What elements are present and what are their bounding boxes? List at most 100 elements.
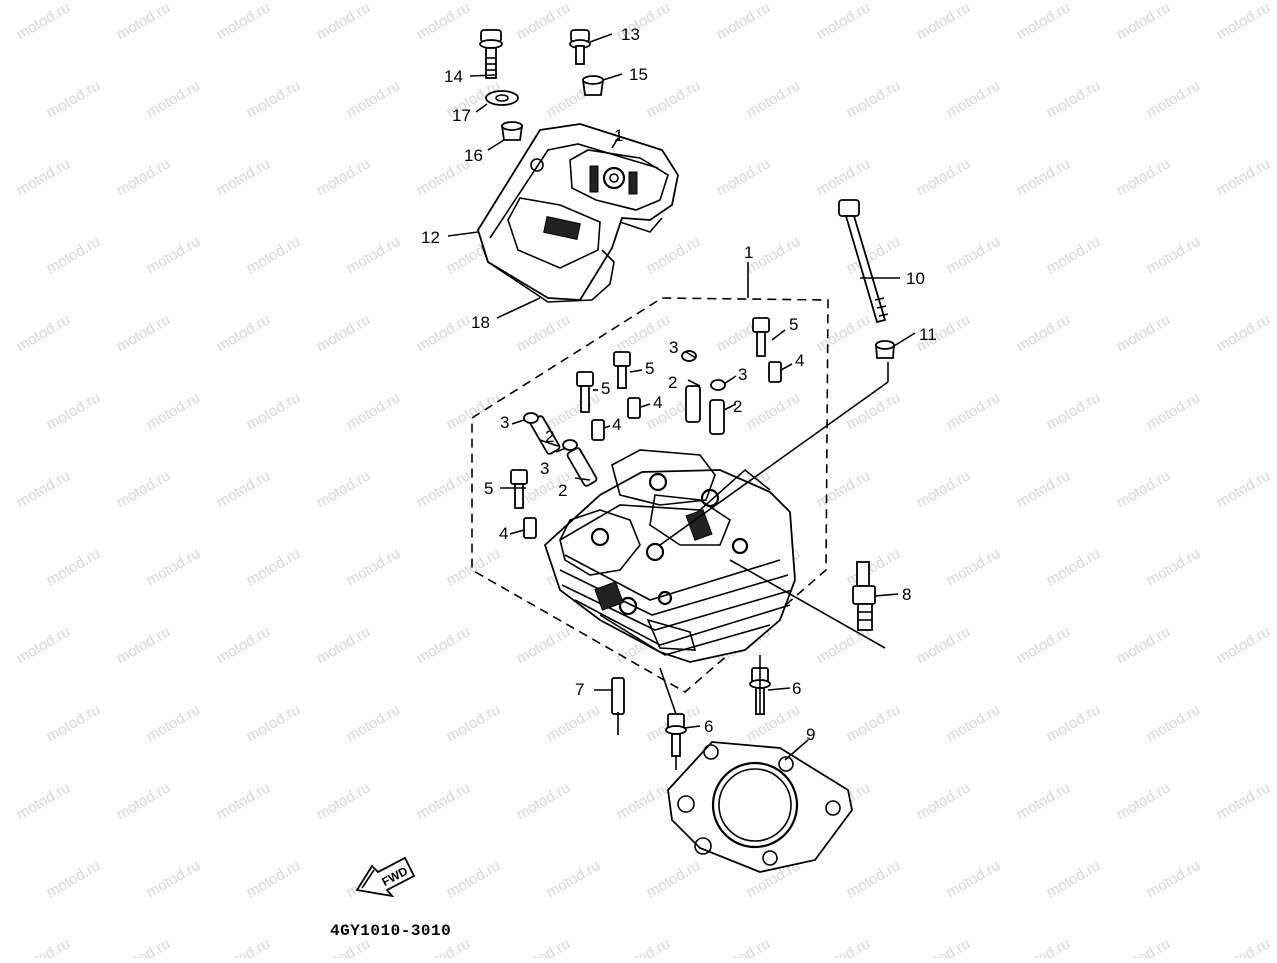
watermark-text: motod.ru xyxy=(244,701,304,745)
watermark-text: motod.ru xyxy=(1214,0,1274,43)
watermark-text: motod.ru xyxy=(314,779,374,823)
watermark-text: motod.ru xyxy=(1214,623,1274,667)
watermark-text: motod.ru xyxy=(314,0,374,43)
callout-6: 6 xyxy=(792,679,801,698)
callout-2: 2 xyxy=(668,373,677,392)
watermark-text: motod.ru xyxy=(1214,155,1274,199)
watermark-text: motod.ru xyxy=(144,389,204,433)
watermark-text: motod.ru xyxy=(14,467,74,511)
watermark-text: motod.ru xyxy=(1014,0,1074,43)
watermark-text: motod.ru xyxy=(1214,935,1274,958)
bolt-13 xyxy=(569,29,591,65)
cover-gasket xyxy=(481,217,663,303)
watermark-text: motod.ru xyxy=(114,467,174,511)
watermark-text: motod.ru xyxy=(414,0,474,43)
watermark-text: motod.ru xyxy=(814,155,874,199)
watermark-text: motod.ru xyxy=(514,935,574,958)
callout-8: 8 xyxy=(902,585,911,604)
watermark-text: motod.ru xyxy=(714,0,774,43)
watermark-text: motod.ru xyxy=(814,0,874,43)
callout-2: 2 xyxy=(558,481,567,500)
watermark-text: motod.ru xyxy=(114,623,174,667)
dowel-pin-7 xyxy=(611,677,625,715)
watermark-text: motod.ru xyxy=(514,623,574,667)
watermark-text: motod.ru xyxy=(944,545,1004,589)
callout-4: 4 xyxy=(795,351,804,370)
watermark-text: motod.ru xyxy=(1114,467,1174,511)
watermark-text: motod.ru xyxy=(914,155,974,199)
watermark-text: motod.ru xyxy=(244,77,304,121)
callout-15: 15 xyxy=(629,65,648,84)
watermark-text: motod.ru xyxy=(844,77,904,121)
watermark-text: motod.ru xyxy=(44,233,104,277)
watermark-text: motod.ru xyxy=(744,77,804,121)
diagram-code: 4GY1010-3010 xyxy=(330,922,451,940)
cylinder-head-cover xyxy=(477,123,679,301)
callout-4: 4 xyxy=(499,524,508,543)
watermark-text: motod.ru xyxy=(214,155,274,199)
watermark-text: motod.ru xyxy=(114,779,174,823)
callout-5: 5 xyxy=(645,359,654,378)
watermark-text: motod.ru xyxy=(144,545,204,589)
callout-1: 1 xyxy=(744,243,753,262)
watermark-text: motod.ru xyxy=(14,311,74,355)
valve-guides-and-bolts xyxy=(510,317,782,539)
watermark-text: motod.ru xyxy=(844,701,904,745)
cylinder-head xyxy=(543,449,796,663)
watermark-text: motod.ru xyxy=(514,311,574,355)
callout-3: 3 xyxy=(500,413,509,432)
watermark-text: motod.ru xyxy=(0,233,3,277)
watermark-text: motod.ru xyxy=(144,77,204,121)
watermark-text: motod.ru xyxy=(814,467,874,511)
stud-bolt-10 xyxy=(838,199,889,324)
watermark-text: motod.ru xyxy=(44,389,104,433)
watermark-text: motod.ru xyxy=(644,857,704,901)
watermark-text: motod.ru xyxy=(1114,935,1174,958)
watermark-text: motod.ru xyxy=(1044,389,1104,433)
watermark-text: motod.ru xyxy=(214,0,274,43)
callout-17: 17 xyxy=(452,106,471,125)
watermark-text: motod.ru xyxy=(1114,0,1174,43)
watermark-text: motod.ru xyxy=(944,701,1004,745)
watermark-text: motod.ru xyxy=(44,701,104,745)
callout-2: 2 xyxy=(545,427,554,446)
callout-3: 3 xyxy=(540,459,549,478)
watermark-text: motod.ru xyxy=(944,389,1004,433)
callout-5: 5 xyxy=(789,315,798,334)
watermark-text: motod.ru xyxy=(1144,701,1204,745)
callout-14: 14 xyxy=(444,67,463,86)
watermark-text: motod.ru xyxy=(1014,935,1074,958)
watermark-text: motod.ru xyxy=(944,857,1004,901)
callout-9: 9 xyxy=(806,725,815,744)
watermark-text: motod.ru xyxy=(344,233,404,277)
spark-plug-8 xyxy=(852,561,876,631)
watermark-text: motod.ru xyxy=(0,77,3,121)
watermark-text: motod.ru xyxy=(344,77,404,121)
watermark-text: motod.ru xyxy=(914,0,974,43)
callout-3: 3 xyxy=(669,338,678,357)
watermark-text: motod.ru xyxy=(1214,311,1274,355)
watermark-text: motod.ru xyxy=(344,389,404,433)
watermark-text: motod.ru xyxy=(814,935,874,958)
watermark-text: motod.ru xyxy=(444,701,504,745)
assembly-boundary xyxy=(471,297,829,693)
callout-1: 1 xyxy=(614,126,623,145)
watermark-text: motod.ru xyxy=(344,701,404,745)
watermark-text: motod.ru xyxy=(214,623,274,667)
callout-16: 16 xyxy=(464,146,483,165)
watermark-text: motod.ru xyxy=(114,311,174,355)
watermark-text: motod.ru xyxy=(914,935,974,958)
leader-lines xyxy=(447,33,916,770)
watermark-text: motod.ru xyxy=(244,233,304,277)
watermark-text: motod.ru xyxy=(1044,77,1104,121)
fwd-arrow-icon: FWD xyxy=(355,856,416,898)
callout-4: 4 xyxy=(612,415,621,434)
watermark-text: motod.ru xyxy=(514,779,574,823)
callout-3: 3 xyxy=(738,365,747,384)
watermark-text: motod.ru xyxy=(444,857,504,901)
watermark-text: motod.ru xyxy=(1014,467,1074,511)
watermark-text: motod.ru xyxy=(714,155,774,199)
watermark-text: motod.ru xyxy=(914,623,974,667)
